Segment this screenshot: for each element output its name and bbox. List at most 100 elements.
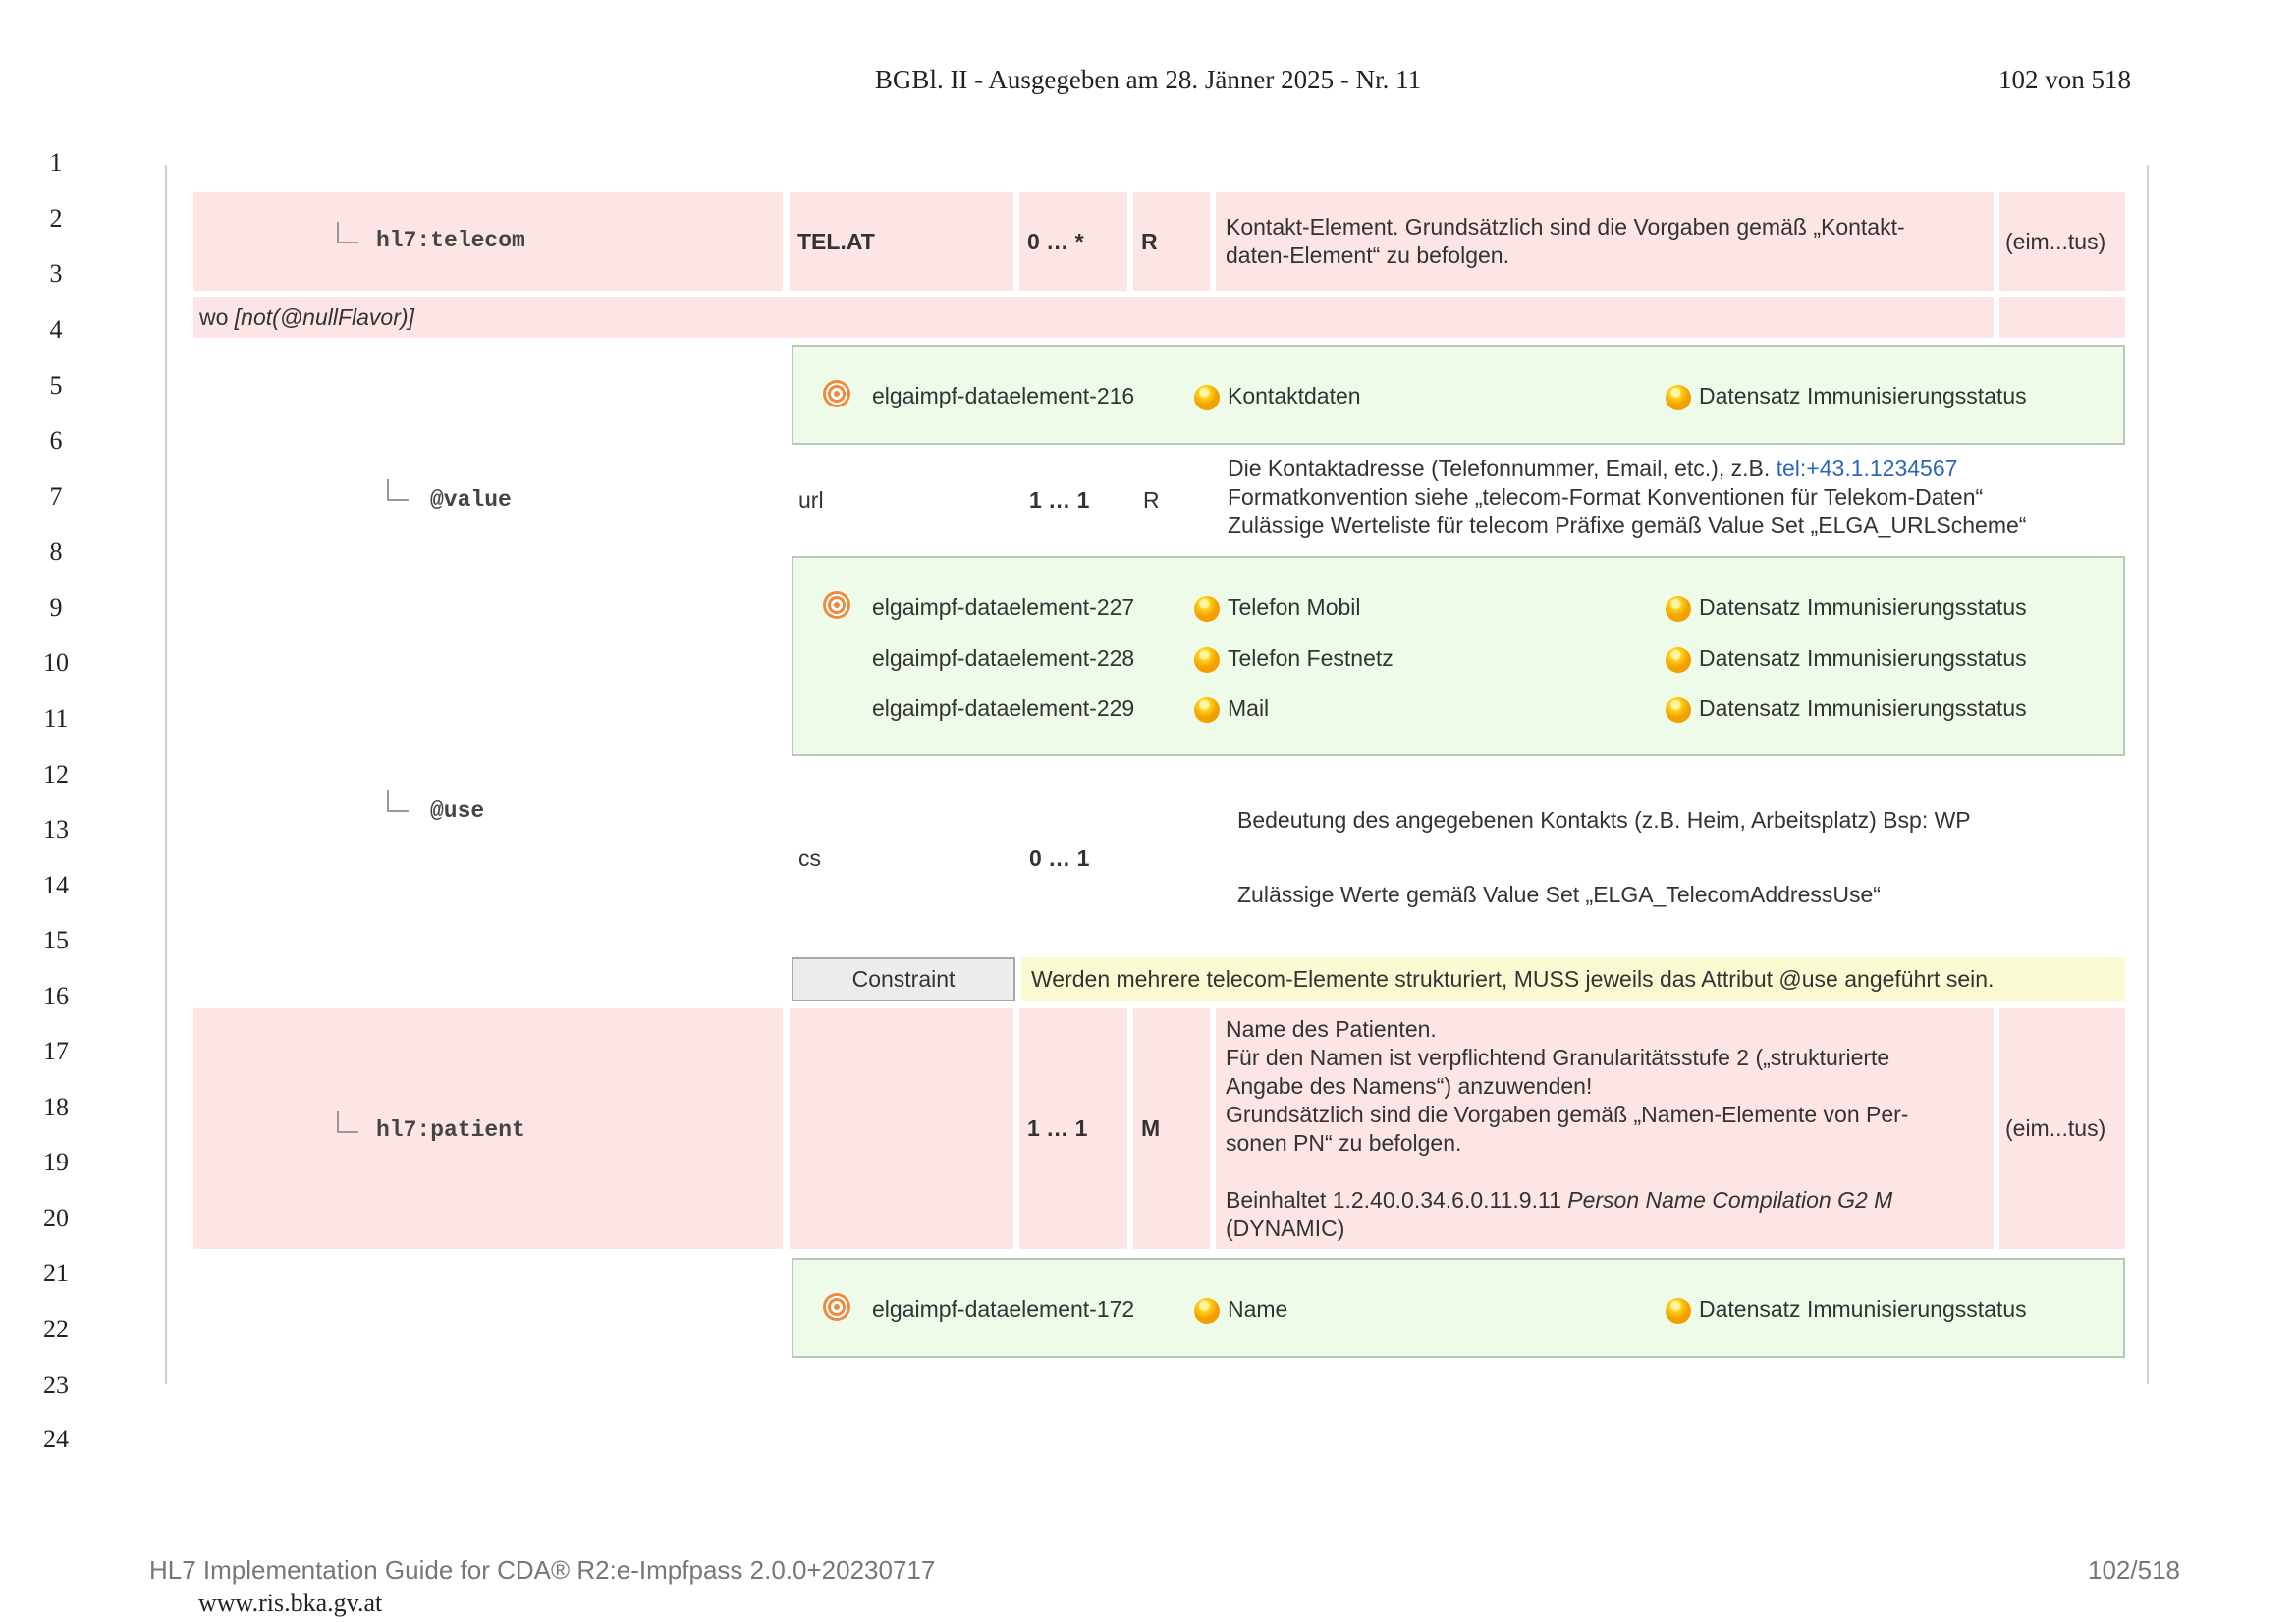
dataelement-concept: Name [1228,1296,1288,1322]
footer-guide-title: HL7 Implementation Guide for CDA® R2:e-I… [149,1555,936,1585]
line-number: 20 [43,1204,69,1232]
patient-source: (eim...tus) [1999,1008,2125,1249]
page-count: 102 von 518 [1998,65,2131,94]
value-description: Die Kontaktadresse (Telefonnummer, Email… [1228,455,2141,540]
desc-line: Formatkonvention siehe „telecom-Format K… [1228,484,1984,510]
dataelement-box: elgaimpf-dataelement-227 Telefon Mobil D… [792,556,2125,756]
concept-ball-icon [1194,647,1220,673]
patient-datatype-empty [790,1008,1013,1249]
line-number: 4 [49,315,63,344]
tree-branch-icon [387,479,409,501]
dataelement-concept: Telefon Festnetz [1228,645,1394,671]
line-number: 17 [43,1037,69,1065]
desc-line: Grundsätzlich sind die Vorgaben gemäß „N… [1226,1101,1909,1127]
desc-line: sonen PN“ zu befolgen. [1226,1129,1462,1156]
desc-line: (DYNAMIC) [1226,1215,1345,1241]
condition-expression: [not(@nullFlavor)] [234,303,414,330]
frame-right [2147,165,2149,1384]
line-number: 24 [43,1425,69,1453]
desc-spacer [1216,1158,1235,1186]
template-name: Person Name Compilation G2 M [1567,1186,1893,1213]
desc-text: Beinhaltet 1.2.40.0.34.6.0.11.9.11 [1226,1186,1568,1213]
telecom-description: Kontakt-Element. Grundsätzlich sind die … [1216,192,1994,291]
dataelement-dataset: Datensatz Immunisierungsstatus [1699,383,2027,408]
desc-line: Beinhaltet 1.2.40.0.34.6.0.11.9.11 Perso… [1216,1186,1902,1215]
desc-line: Zulässige Werteliste für telecom Präfixe… [1228,513,2027,538]
telecom-condition: wo [not(@nullFlavor)] [193,297,1994,338]
tree-branch-icon [337,222,358,243]
patient-description: Name des Patienten. Für den Namen ist ve… [1216,1008,1994,1249]
line-number: 10 [43,648,69,676]
value-datatype: url [798,487,824,513]
concept-ball-icon [1194,596,1220,622]
dataelement-id: elgaimpf-dataelement-172 [872,1296,1135,1322]
patient-conformance: M [1133,1008,1210,1249]
dataelement-concept: Mail [1228,695,1270,721]
gazette-header: BGBl. II - Ausgegeben am 28. Jänner 2025… [874,65,1422,94]
concept-ball-icon [1194,385,1220,410]
value-conformance: R [1143,487,1160,513]
value-cardinality: 1 … 1 [1029,487,1090,513]
line-number: 14 [43,871,69,899]
desc-line: Für den Namen ist verpflichtend Granular… [1226,1044,1890,1070]
patient-element-name: hl7:patient [376,1117,525,1143]
desc-line: Kontakt-Element. Grundsätzlich sind die … [1226,214,1905,240]
line-number: 11 [43,704,69,732]
use-description-1: Bedeutung des angegebenen Kontakts (z.B.… [1237,807,1971,833]
use-description-2: Zulässige Werte gemäß Value Set „ELGA_Te… [1237,882,1881,907]
desc-line: daten-Element“ zu befolgen. [1226,243,1509,268]
constraint-text: Werden mehrere telecom-Elemente struktur… [1021,957,2125,1001]
dataelement-target-icon [823,1293,850,1321]
line-number: 23 [43,1371,69,1399]
line-number: 5 [49,371,63,400]
use-cardinality: 0 … 1 [1029,845,1090,871]
dataelement-id: elgaimpf-dataelement-228 [872,645,1135,671]
desc-line: Die Kontaktadresse (Telefonnummer, Email… [1228,455,2141,483]
use-datatype: cs [798,845,821,871]
use-attribute-name: @use [430,798,485,824]
patient-name-cell: hl7:patient [193,1008,783,1249]
example-link[interactable]: tel:+43.1.1234567 [1776,456,1958,481]
tree-branch-icon [387,790,409,812]
footer-url-link[interactable]: www.ris.bka.gv.at [198,1589,383,1617]
frame-left [165,165,167,1384]
constraint-label: Constraint [792,957,1015,1001]
patient-cardinality: 1 … 1 [1019,1008,1127,1249]
dataset-ball-icon [1666,596,1691,622]
line-number: 2 [49,204,63,233]
dataset-ball-icon [1666,647,1691,673]
line-number: 16 [43,982,69,1010]
dataelement-target-icon [823,380,850,407]
telecom-conformance: R [1133,192,1210,291]
condition-source-empty [1999,297,2125,338]
concept-ball-icon [1194,1298,1220,1324]
dataelement-box: elgaimpf-dataelement-172 Name Datensatz … [792,1258,2125,1358]
line-number: 22 [43,1315,69,1343]
desc-line: Name des Patienten. [1226,1015,1437,1042]
dataset-ball-icon [1666,1298,1691,1324]
dataelement-id: elgaimpf-dataelement-229 [872,695,1135,721]
line-number: 12 [43,760,69,788]
dataelement-target-icon [823,591,850,619]
line-number: 8 [49,537,63,566]
dataelement-dataset: Datensatz Immunisierungsstatus [1699,1296,2027,1322]
tree-branch-icon [337,1111,358,1133]
line-number: 15 [43,926,69,954]
dataelement-id: elgaimpf-dataelement-227 [872,594,1135,620]
footer-page: 102/518 [2088,1555,2180,1585]
telecom-name-cell: hl7:telecom [193,192,783,291]
line-number: 18 [43,1093,69,1121]
dataelement-dataset: Datensatz Immunisierungsstatus [1699,645,2027,671]
dataelement-concept: Telefon Mobil [1228,594,1361,620]
line-number: 9 [49,593,63,622]
dataset-ball-icon [1666,385,1691,410]
dataelement-dataset: Datensatz Immunisierungsstatus [1699,695,2027,721]
telecom-source: (eim...tus) [1999,192,2125,291]
telecom-datatype: TEL.AT [790,192,1013,291]
line-number: 21 [43,1259,69,1287]
desc-line: Angabe des Namens“) anzuwenden! [1226,1072,1593,1099]
desc-text: Die Kontaktadresse (Telefonnummer, Email… [1228,456,1777,481]
line-number: 7 [49,482,63,511]
dataelement-id: elgaimpf-dataelement-216 [872,383,1135,408]
dataelement-concept: Kontaktdaten [1228,383,1361,408]
